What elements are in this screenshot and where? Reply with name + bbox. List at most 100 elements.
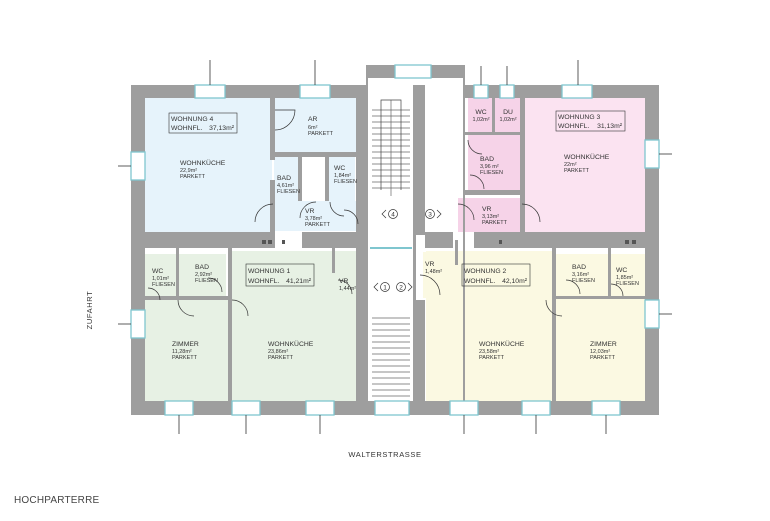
room-area: 3,78m² bbox=[305, 216, 322, 222]
room-area: 3,96 m² bbox=[480, 164, 499, 170]
w2-wc-fill bbox=[611, 254, 645, 297]
window bbox=[130, 309, 146, 339]
wall-h-mid-right bbox=[425, 232, 453, 248]
wall-w4-bath-top bbox=[270, 152, 356, 157]
room-name: BAD bbox=[480, 156, 494, 163]
w3-bad-fill bbox=[468, 134, 520, 190]
room-name: DU bbox=[503, 109, 513, 116]
window bbox=[394, 64, 432, 79]
room-floor: FLIESEN bbox=[572, 278, 595, 284]
unit-area-w1: 41,21m² bbox=[286, 278, 312, 285]
room-name: WC bbox=[152, 268, 163, 275]
door-swing bbox=[254, 203, 274, 223]
door-swing bbox=[207, 277, 223, 293]
room-floor: FLIESEN bbox=[277, 189, 300, 195]
wall-core-right bbox=[413, 85, 425, 235]
window bbox=[473, 84, 489, 99]
window bbox=[194, 84, 226, 99]
door-swing bbox=[419, 274, 441, 296]
wall-w3-bad-bottom bbox=[465, 190, 521, 195]
unit-name-w3: WOHNUNG 3 bbox=[558, 114, 601, 121]
room-area: 23,58m² bbox=[479, 349, 499, 355]
door-swing bbox=[521, 203, 541, 223]
room-name: WC bbox=[616, 267, 627, 274]
street-label: WALTERSTRASSE bbox=[348, 450, 421, 459]
room-name: AR bbox=[308, 116, 318, 123]
upper-stair-treads bbox=[372, 109, 410, 189]
window bbox=[644, 299, 660, 329]
window bbox=[374, 400, 410, 416]
room-area: 22,9m² bbox=[180, 168, 197, 174]
door-swing bbox=[610, 283, 624, 297]
walls bbox=[131, 65, 659, 415]
room-name: VR bbox=[425, 261, 435, 268]
unit-area-label-w2: WOHNFL. bbox=[464, 278, 495, 285]
room-floor: PARKETT bbox=[268, 355, 294, 361]
wall-w1-wc-div bbox=[176, 248, 179, 298]
w2-bad-fill bbox=[556, 254, 609, 297]
room-name: WC bbox=[334, 165, 345, 172]
dimension-ticks bbox=[118, 60, 672, 434]
wall-w2-bath-bottom bbox=[556, 296, 645, 299]
unit-name-w1: WOHNUNG 1 bbox=[248, 268, 291, 275]
wall-core-right-mid bbox=[413, 235, 416, 300]
room-area: 1,02m² bbox=[499, 117, 516, 123]
wall-w2-vr-div bbox=[455, 240, 458, 265]
doors bbox=[147, 109, 624, 317]
wall-w3-right bbox=[520, 98, 525, 232]
w1-bad-fill bbox=[179, 254, 226, 298]
door-number-4: 4 bbox=[391, 212, 395, 219]
room-name: VR bbox=[305, 208, 315, 215]
unit-area-label-w3: WOHNFL. bbox=[558, 123, 589, 130]
wall-w2-bath-div bbox=[608, 248, 611, 296]
door-swing bbox=[329, 201, 345, 217]
room-area: 3,16m² bbox=[572, 272, 589, 278]
door-swing bbox=[274, 109, 296, 131]
sheet-title: HOCHPARTERRE bbox=[14, 495, 100, 506]
door-number-circle bbox=[425, 209, 435, 219]
w4-living-fill bbox=[145, 98, 272, 232]
room-floor: PARKETT bbox=[172, 355, 198, 361]
unit-area-w3: 31,13m² bbox=[597, 123, 623, 130]
door-swing bbox=[147, 287, 161, 301]
wall-w3-wc-bottom bbox=[465, 132, 521, 135]
wall-h-mid-right2 bbox=[474, 232, 645, 248]
unit-name-w2: WOHNUNG 2 bbox=[464, 268, 507, 275]
room-name: WOHNKÜCHE bbox=[479, 340, 525, 348]
w1-zimmer-fill bbox=[145, 299, 228, 401]
window bbox=[305, 400, 335, 416]
door-swing bbox=[545, 299, 563, 317]
room-area: 1,44m² bbox=[339, 286, 356, 292]
wall-h-mid-left2 bbox=[302, 232, 356, 248]
room-name: WC bbox=[475, 109, 486, 116]
lower-stair-treads bbox=[372, 317, 410, 397]
door-number-circle bbox=[380, 282, 390, 292]
window bbox=[231, 400, 261, 416]
door-swing bbox=[343, 209, 359, 225]
wall-w4-living-right bbox=[270, 180, 275, 232]
room-floor: PARKETT bbox=[564, 168, 590, 174]
unit-box-w3 bbox=[555, 110, 626, 132]
room-name: ZIMMER bbox=[590, 341, 617, 348]
unit-name-w4: WOHNUNG 4 bbox=[171, 116, 214, 123]
room-floor: PARKETT bbox=[590, 355, 616, 361]
w4-vr-fill bbox=[274, 201, 368, 231]
wall-w4-wc-mid bbox=[325, 157, 329, 201]
w3-vr-fill bbox=[458, 198, 520, 232]
room-area: 1,02m² bbox=[472, 117, 489, 123]
window bbox=[299, 84, 331, 99]
room-area: 2,92m² bbox=[195, 272, 212, 278]
room-floor: FLIESEN bbox=[195, 278, 218, 284]
room-floor: FLIESEN bbox=[152, 282, 175, 288]
room-floor: PARKETT bbox=[482, 220, 508, 226]
window bbox=[130, 151, 146, 181]
window bbox=[561, 84, 593, 99]
door-swing bbox=[231, 299, 249, 317]
unit-box-w4 bbox=[168, 112, 238, 134]
room-area: 23,86m² bbox=[268, 349, 288, 355]
room-name: BAD bbox=[195, 264, 209, 271]
unit-box-w1 bbox=[245, 263, 315, 287]
w1-wc-fill bbox=[145, 254, 176, 298]
door-number-3: 3 bbox=[428, 212, 432, 219]
door-swing bbox=[457, 203, 475, 221]
